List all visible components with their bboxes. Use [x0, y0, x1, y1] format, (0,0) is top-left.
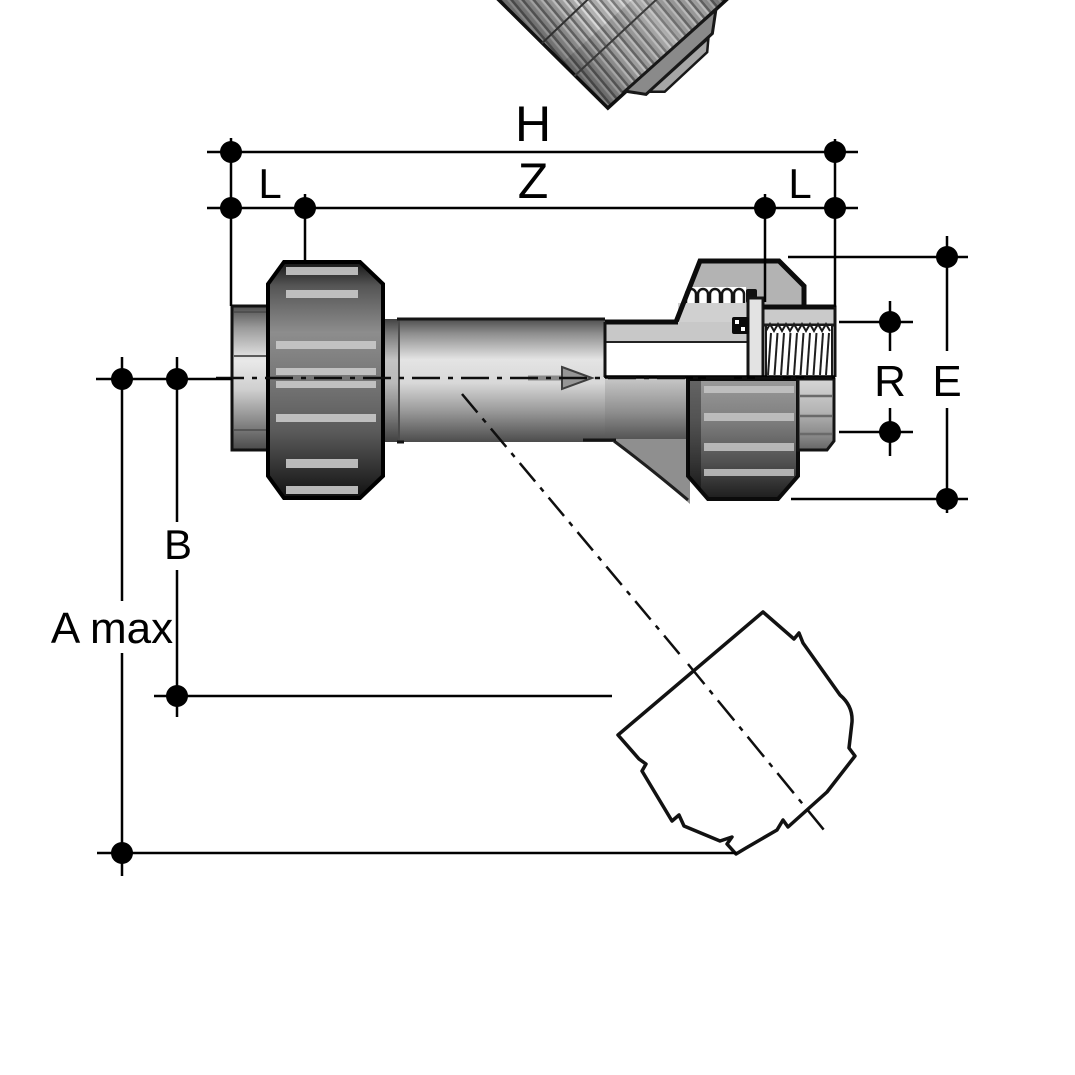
cap-band-shadow [561, 0, 732, 109]
dim-label-b: B [164, 521, 192, 568]
cap-tip-end [645, 35, 710, 94]
dim-label-h: H [515, 96, 551, 152]
body-spigot [746, 296, 765, 379]
body-lower-half [605, 377, 688, 442]
cap-outline-centerline [687, 663, 825, 831]
valve-body [230, 0, 837, 504]
thread-engagement-teeth [684, 287, 746, 305]
right-union-nut [686, 377, 800, 501]
dim-label-l-left: L [258, 160, 281, 207]
left-nut-ribs [276, 267, 376, 494]
female-thread-lines [767, 332, 830, 376]
cap-tip-ring [621, 5, 718, 96]
strainer-cap-removed-outline [616, 610, 857, 856]
right-fitting-lower [796, 377, 836, 452]
section-bore [604, 341, 764, 378]
dim-label-z: Z [518, 153, 549, 209]
left-union-nut [266, 260, 385, 500]
section-body-wall [605, 322, 763, 342]
dim-label-a-max: A max [51, 604, 173, 653]
branch-centerline [461, 393, 683, 658]
dim-label-e: E [932, 357, 961, 406]
barrel-shoulder [383, 319, 399, 442]
dim-label-r: R [874, 357, 906, 406]
right-nut-ribs [704, 386, 794, 476]
dimension-label-backgrounds [54, 353, 969, 652]
female-end-wall [761, 305, 837, 327]
dim-label-l-right: L [788, 160, 811, 207]
dimension-dots [111, 141, 958, 864]
dimensions [96, 138, 968, 876]
o-ring [732, 317, 749, 334]
female-thread-crest [765, 321, 831, 334]
right-end-section [603, 258, 837, 379]
strainer-branch [488, 0, 734, 111]
crotch-crease [613, 439, 689, 502]
